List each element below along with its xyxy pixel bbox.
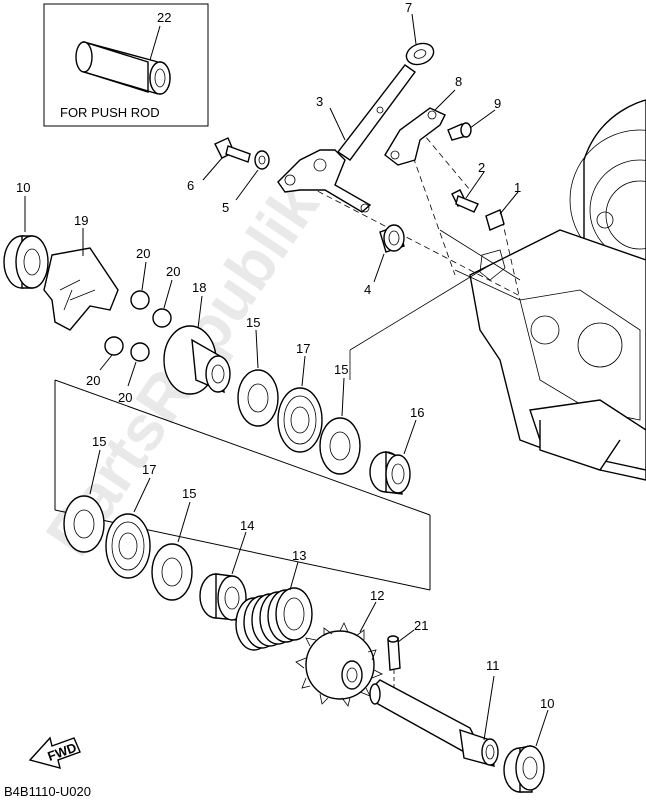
callout-17-b: 17: [142, 462, 156, 477]
callout-4: 4: [364, 282, 371, 297]
callout-15-c: 15: [92, 434, 106, 449]
callout-7: 7: [405, 0, 412, 15]
callout-5: 5: [222, 200, 229, 215]
part-5-washer: [254, 150, 270, 170]
part-22-collar: [75, 41, 171, 95]
part-15-washer-d: [151, 543, 193, 601]
callout-19: 19: [74, 213, 88, 228]
part-4-collar: [379, 224, 405, 253]
part-6-bolt: [214, 137, 251, 163]
callout-9: 9: [494, 96, 501, 111]
part-8-stopper: [384, 107, 446, 166]
part-16-ring: [369, 451, 411, 495]
callout-20-a: 20: [136, 246, 150, 261]
callout-10-lower: 10: [540, 696, 554, 711]
push-rod-inset: 22 FOR PUSH ROD: [43, 3, 209, 127]
callout-22: 22: [157, 10, 171, 25]
part-10-bearing-upper: [3, 235, 49, 289]
part-15-washer-a: [237, 369, 279, 427]
part-2-bolt: [451, 189, 479, 213]
callout-20-d: 20: [118, 390, 132, 405]
callout-20-b: 20: [166, 264, 180, 279]
callout-18: 18: [192, 280, 206, 295]
callout-2: 2: [478, 160, 485, 175]
part-11-kick-shaft: [369, 679, 499, 767]
callout-11: 11: [486, 658, 500, 673]
callout-20-c: 20: [86, 373, 100, 388]
inset-caption: FOR PUSH ROD: [60, 105, 160, 120]
callout-1: 1: [514, 180, 521, 195]
callout-10-upper: 10: [16, 180, 30, 195]
callout-8: 8: [455, 74, 462, 89]
part-7-roller: [405, 42, 435, 66]
callout-21: 21: [414, 618, 428, 633]
fwd-arrow-icon: FWD: [28, 736, 81, 769]
crankcase-outline: [439, 99, 646, 481]
part-15-washer-b: [319, 417, 361, 475]
callout-17-a: 17: [296, 341, 310, 356]
callout-6: 6: [187, 178, 194, 193]
part-3-push-lever: [277, 64, 416, 213]
part-13-spring: [235, 587, 313, 651]
callout-12: 12: [370, 588, 384, 603]
part-17-needle-bearing-b: [105, 513, 151, 579]
callout-16: 16: [410, 405, 424, 420]
part-17-needle-bearing-a: [277, 387, 323, 453]
callout-3: 3: [316, 94, 323, 109]
callout-13: 13: [292, 548, 306, 563]
callout-15-d: 15: [182, 486, 196, 501]
part-21-pin: [387, 635, 401, 671]
callout-15-a: 15: [246, 315, 260, 330]
callout-15-b: 15: [334, 362, 348, 377]
part-18-guide: [163, 325, 231, 395]
part-10-bearing-lower: [503, 745, 545, 793]
part-20-balls: [104, 290, 172, 362]
part-19-cam: [43, 247, 119, 331]
callout-14: 14: [240, 518, 254, 533]
part-12-kick-gear: [295, 622, 383, 707]
part-1-pin: [485, 209, 505, 231]
part-9-screw: [447, 122, 472, 141]
part-15-washer-c: [63, 495, 105, 553]
diagram-code: B4B1110-U020: [4, 784, 91, 799]
